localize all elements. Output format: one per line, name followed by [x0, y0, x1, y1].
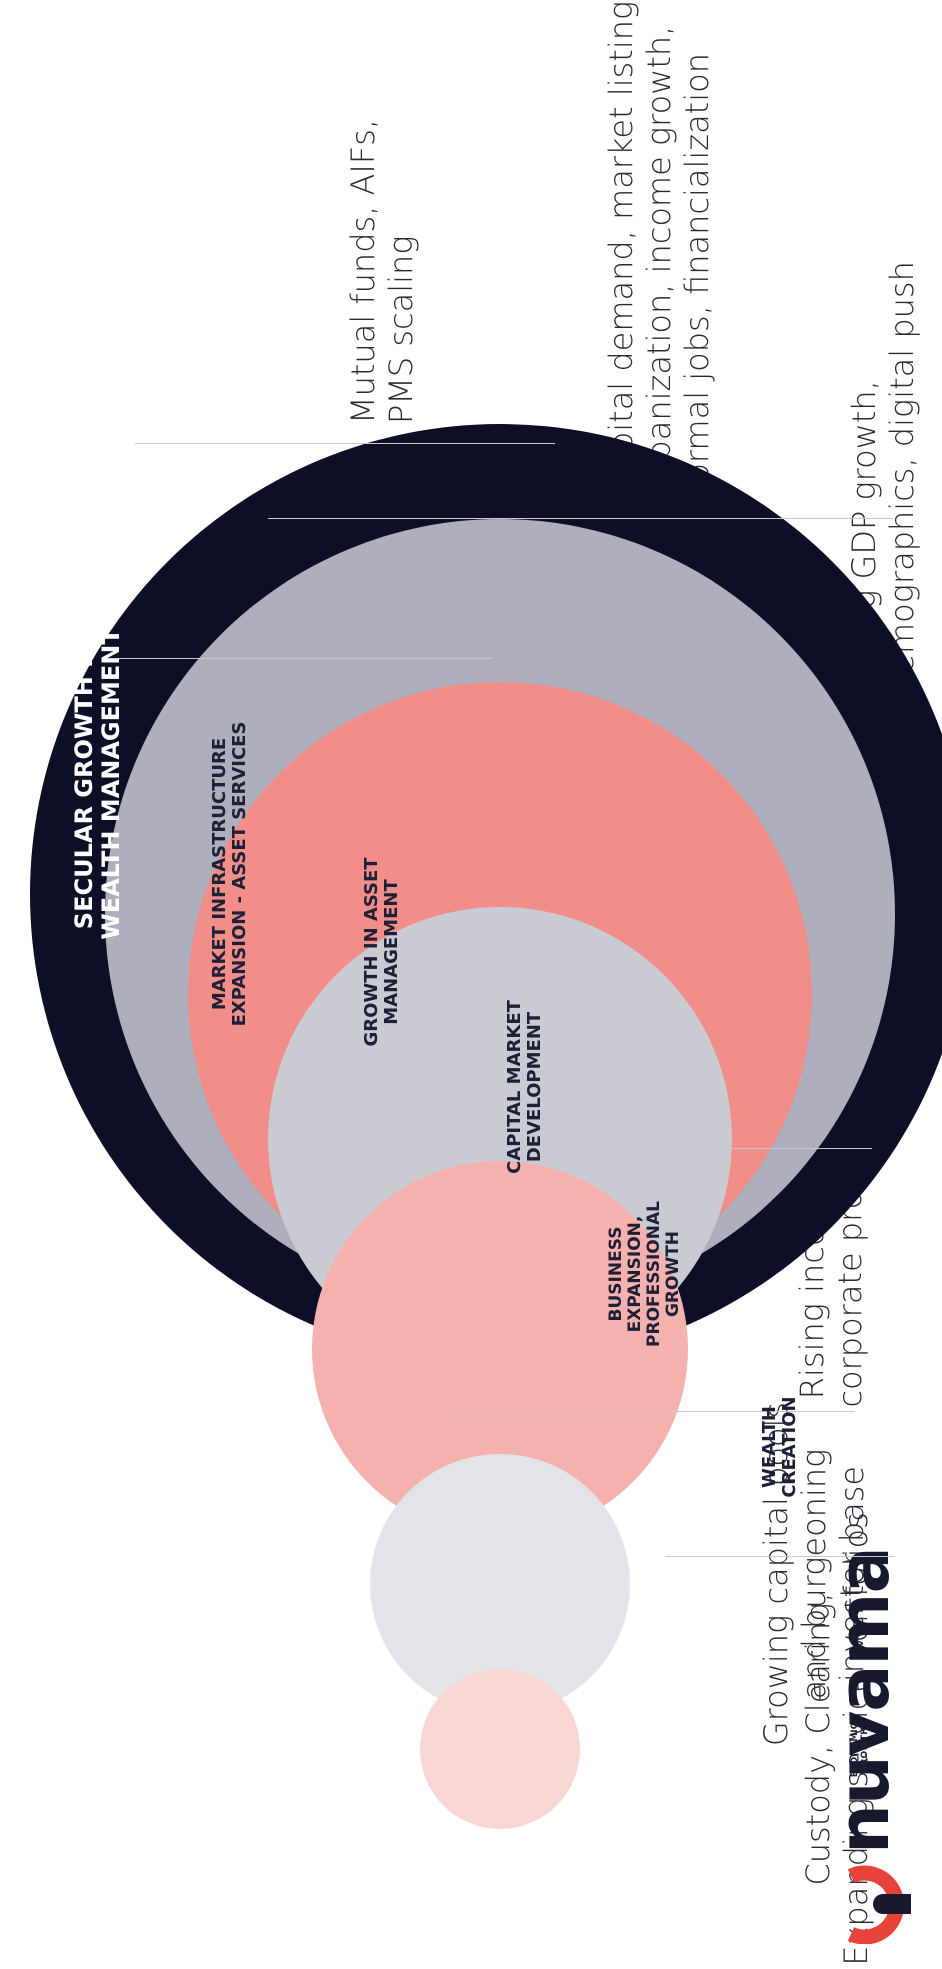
layer-label-line: EXPANSION,	[624, 1215, 645, 1333]
layer-label-line: CAPITAL MARKET	[503, 1000, 525, 1174]
leader-line-mutual-funds	[118, 658, 493, 659]
annotation-line: Mutual funds, AIFs,	[344, 118, 382, 424]
annotation-line: demographics, digital push	[882, 261, 921, 694]
layer-label-secular-growth: SECULAR GROWTH IN WEALTH MANAGEMENT	[70, 628, 125, 940]
layer-label-business-expansion: BUSINESS EXPANSION, PROFESSIONAL GROWTH	[605, 1201, 684, 1347]
layer-label-line: PROFESSIONAL	[644, 1201, 664, 1347]
layer-label-capital-market: CAPITAL MARKET DEVELOPMENT	[503, 1000, 545, 1174]
layer-label-line: WEALTH MANAGEMENT	[97, 628, 125, 940]
nuvama-logo: nuvama	[823, 1547, 918, 1945]
leader-line-custody	[665, 1556, 895, 1557]
layer-label-line: GROWTH	[860, 1727, 870, 1773]
layer-label-line: GROWTH	[663, 1230, 684, 1318]
layer-label-asset-management: GROWTH IN ASSET MANAGEMENT	[360, 857, 402, 1047]
annotation-line: formal jobs, financialization	[677, 53, 716, 494]
layer-label-line: EXPANSION - ASSET SERVICES	[229, 721, 250, 1027]
leader-line-rising-incomes	[612, 1148, 872, 1149]
layer-label-line: SECULAR GROWTH IN	[70, 638, 99, 930]
layer-label-economic-growth: ECONOMIC GROWTH	[850, 1723, 870, 1778]
layer-label-line: MANAGEMENT	[381, 879, 402, 1025]
nuvama-logo-mark-icon	[847, 1865, 911, 1945]
layer-label-line: MARKET INFRASTRUCTURE	[208, 737, 230, 1011]
layer-label-line: WEALTH	[758, 1406, 780, 1488]
annotation-line: urbanization, income growth,	[639, 25, 678, 494]
annotation-line: Capital demand, market listings,	[602, 0, 640, 494]
nuvama-wordmark: nuvama	[823, 1547, 905, 1854]
layer-label-line: DEVELOPMENT	[524, 1011, 545, 1163]
annotation-capital-demand: Capital demand, market listings, urbaniz…	[602, 0, 716, 494]
layer-label-line: GROWTH IN ASSET	[360, 857, 382, 1047]
annotation-mutual-funds: Mutual funds, AIFs, PMS scaling	[344, 118, 421, 424]
leader-line-capital-demand	[135, 443, 555, 444]
layer-label-line: BUSINESS	[605, 1226, 626, 1322]
layer-label-wealth-creation: WEALTH CREATION	[758, 1396, 800, 1498]
leader-line-gdp-growth	[268, 518, 893, 519]
layer-label-market-infrastructure: MARKET INFRASTRUCTURE EXPANSION - ASSET …	[208, 721, 250, 1027]
layer-circle-economic-growth	[420, 1669, 580, 1829]
layer-label-line: ECONOMIC	[849, 1722, 860, 1778]
layer-label-line: CREATION	[779, 1396, 800, 1498]
annotation-line: PMS scaling	[381, 235, 420, 424]
